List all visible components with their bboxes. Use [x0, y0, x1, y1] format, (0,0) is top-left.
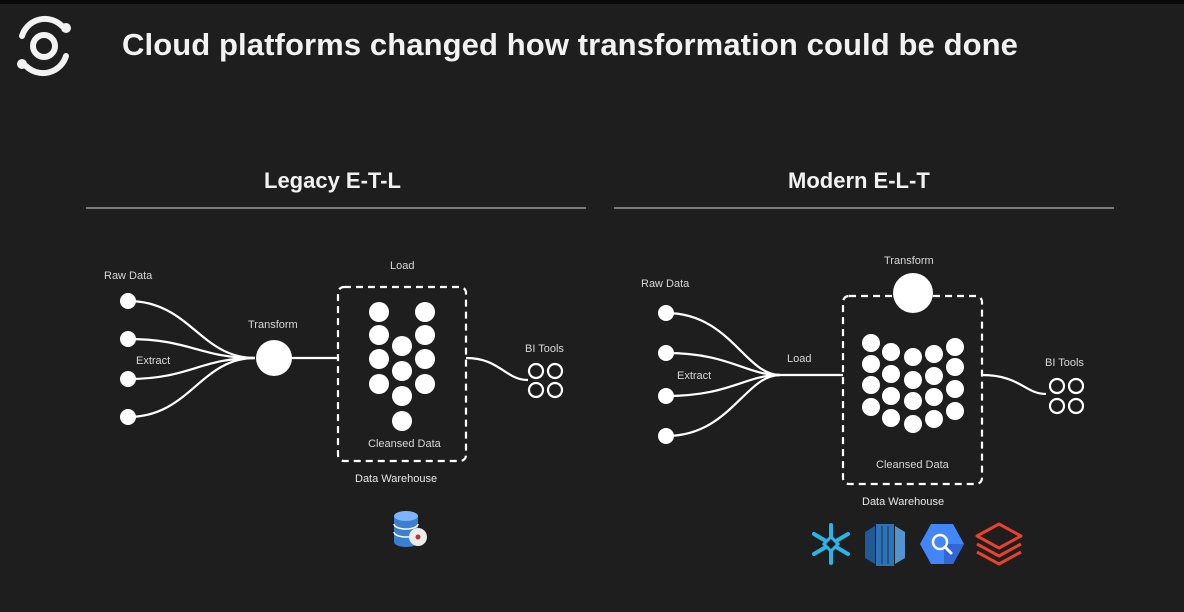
raw-data-label: Raw Data — [641, 278, 690, 290]
legacy-heading: Legacy E-T-L — [264, 168, 401, 193]
raw-data-node — [120, 409, 136, 425]
bi-tools-label: BI Tools — [525, 343, 564, 355]
transform-node — [256, 340, 292, 376]
top-bar — [0, 0, 1184, 4]
cleansed-data-nodes — [369, 302, 435, 431]
raw-data-label: Raw Data — [104, 270, 153, 282]
transform-label: Transform — [248, 319, 298, 331]
cleansed-data-label: Cleansed Data — [876, 459, 950, 471]
warehouse-box — [336, 285, 468, 463]
data-warehouse-label: Data Warehouse — [355, 473, 437, 485]
bi-tools-label: BI Tools — [1045, 357, 1084, 369]
databricks-icon — [975, 522, 1023, 566]
snowflake-icon — [812, 523, 850, 565]
legacy-pipeline: Raw Data Extract Transform Load Cleansed… — [104, 260, 564, 547]
raw-data-node — [120, 293, 136, 309]
raw-data-node — [120, 331, 136, 347]
extract-label: Extract — [677, 370, 711, 382]
bigquery-icon — [920, 524, 964, 564]
data-warehouse-label: Data Warehouse — [862, 496, 944, 508]
legacy-divider — [86, 207, 586, 209]
redshift-icon — [865, 524, 905, 566]
modern-divider — [614, 207, 1114, 209]
modern-pipeline: Raw Data Extract Load Transform Cleansed… — [641, 255, 1084, 566]
slide-title: Cloud platforms changed how transformati… — [122, 27, 1019, 62]
raw-data-node — [658, 388, 674, 404]
transform-node — [893, 273, 933, 313]
refresh-circle-icon — [17, 15, 71, 77]
raw-data-node — [658, 305, 674, 321]
cleansed-data-label: Cleansed Data — [368, 438, 442, 450]
raw-data-node — [658, 428, 674, 444]
extract-label: Extract — [136, 355, 170, 367]
modern-heading: Modern E-L-T — [788, 168, 930, 193]
load-label: Load — [787, 353, 811, 365]
bi-tools-icon — [1048, 377, 1085, 415]
raw-data-node — [120, 371, 136, 387]
load-label: Load — [390, 260, 414, 272]
database-disc-icon — [393, 511, 427, 547]
transform-label: Transform — [884, 255, 934, 267]
raw-data-node — [658, 345, 674, 361]
bi-tools-icon — [527, 362, 564, 399]
cleansed-data-nodes — [862, 334, 964, 433]
